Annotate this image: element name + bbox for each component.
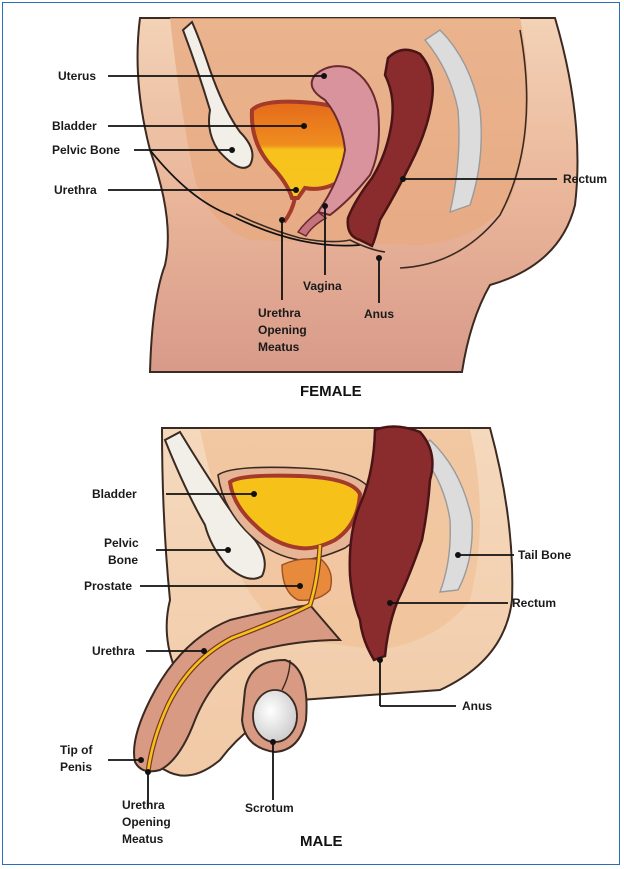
label-male-urethra-opening-2: Opening (122, 815, 171, 829)
label-male-urethra: Urethra (92, 644, 135, 658)
label-tail-bone: Tail Bone (518, 548, 571, 562)
male-prostate (282, 559, 331, 601)
label-male-bladder: Bladder (92, 487, 137, 501)
label-prostate: Prostate (84, 579, 132, 593)
label-scrotum: Scrotum (245, 801, 294, 815)
male-title: MALE (300, 833, 343, 850)
label-anus: Anus (364, 307, 394, 321)
label-urethra-opening-2: Opening (258, 323, 307, 337)
label-urethra: Urethra (54, 183, 97, 197)
label-tip-of-penis-1: Tip of (60, 743, 93, 757)
label-tip-of-penis-2: Penis (60, 760, 92, 774)
female-title: FEMALE (300, 383, 362, 400)
label-pelvic-bone: Pelvic Bone (52, 143, 120, 157)
label-vagina: Vagina (303, 279, 342, 293)
male-testicle (253, 690, 297, 742)
label-male-rectum: Rectum (512, 596, 556, 610)
label-rectum: Rectum (563, 172, 607, 186)
label-male-urethra-opening-1: Urethra (122, 798, 165, 812)
label-male-pelvic-bone-2: Bone (108, 553, 138, 567)
male-figure (134, 426, 512, 775)
label-bladder: Bladder (52, 119, 97, 133)
label-male-anus: Anus (462, 699, 492, 713)
label-urethra-opening-3: Meatus (258, 340, 300, 354)
label-male-pelvic-bone-1: Pelvic (104, 536, 139, 550)
female-figure (138, 18, 578, 372)
label-urethra-opening-1: Urethra (258, 306, 301, 320)
label-male-urethra-opening-3: Meatus (122, 832, 164, 846)
label-uterus: Uterus (58, 69, 96, 83)
